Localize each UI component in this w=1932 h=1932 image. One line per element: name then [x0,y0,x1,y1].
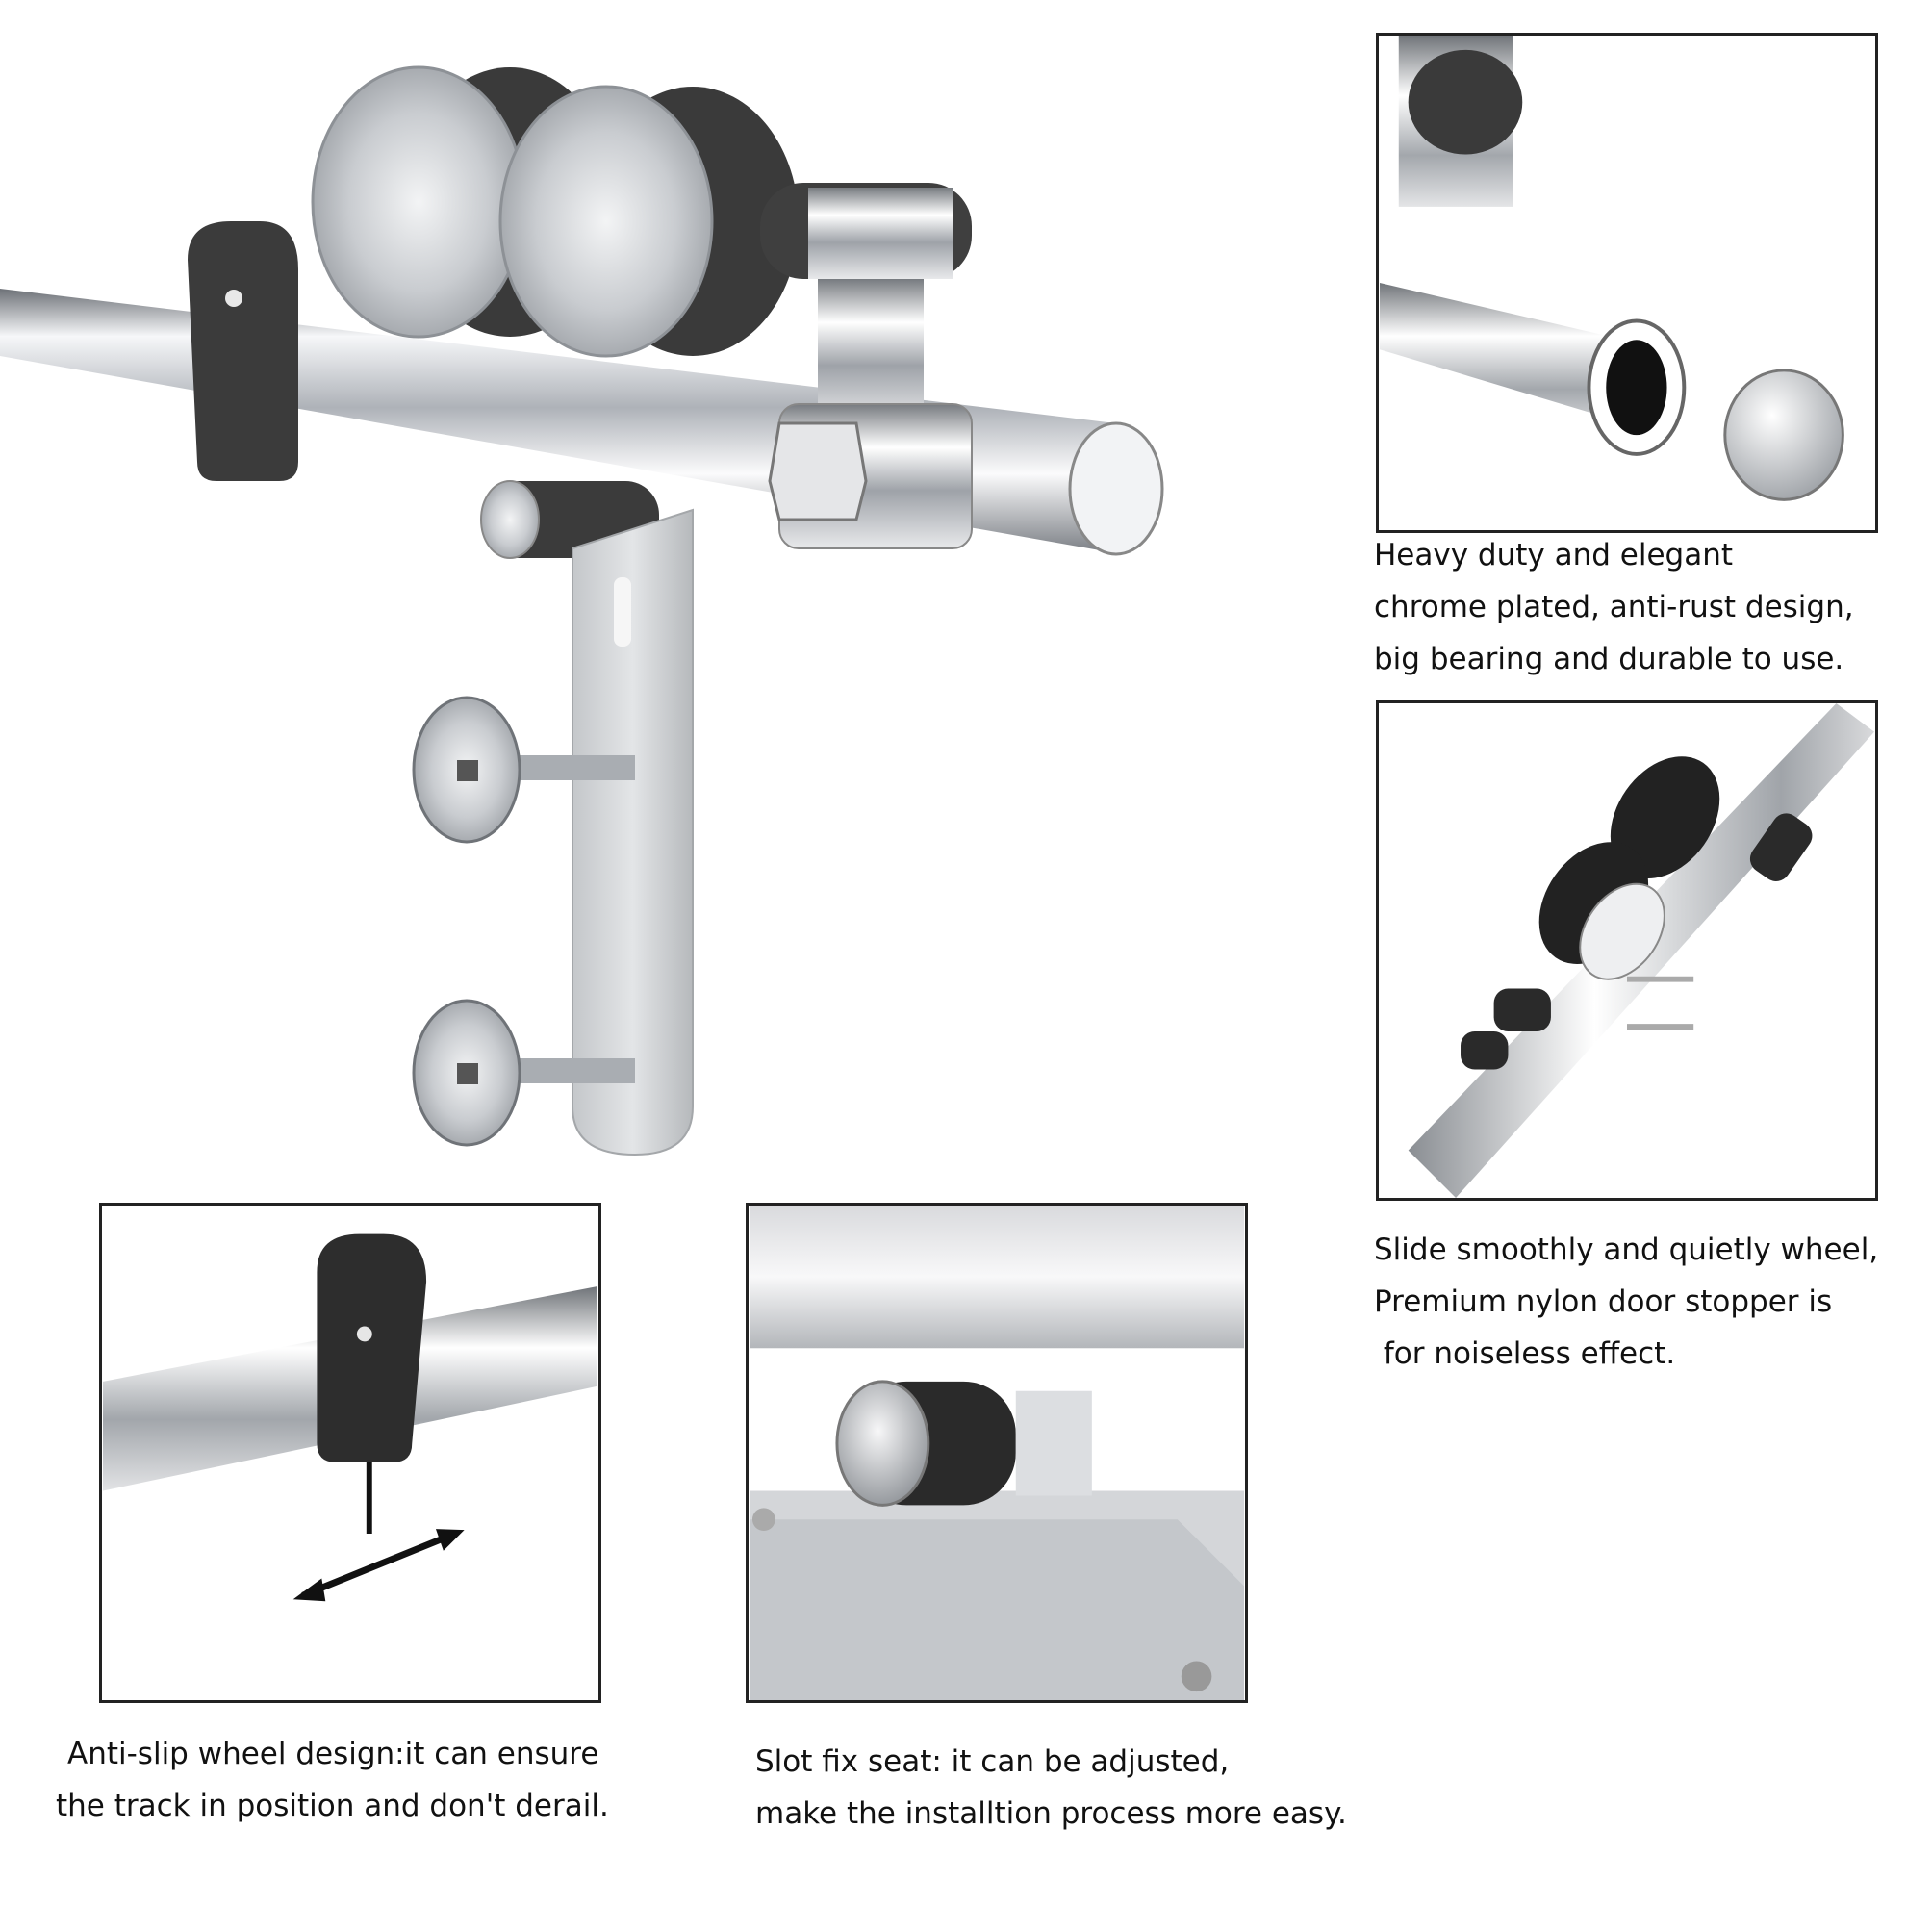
slot-seat-panel [746,1203,1248,1703]
chrome-endcap-panel [1376,33,1878,533]
wheel-caption-line-3: for noiseless effect. [1374,1336,1676,1371]
lower-bolt [412,999,635,1147]
wheel-right [498,85,799,358]
slot-caption: Slot fix seat: it can be adjusted, make … [755,1736,1347,1840]
anti-slip-caption-line-2: the track in position and don't derail. [56,1789,609,1823]
anti-slip-caption: Anti-slip wheel design:it can ensure the… [56,1728,609,1832]
wheel-panel [1376,700,1878,1201]
clamp [768,403,973,549]
anti-slip-caption-line-1: Anti-slip wheel design:it can ensure [67,1737,599,1771]
rear-stopper [480,480,659,559]
hanger-plate [572,508,694,1157]
slot-caption-line-1: Slot fix seat: it can be adjusted, [755,1744,1230,1779]
chrome-caption-line-2: chrome plated, anti-rust design, [1374,590,1854,624]
anti-slip-panel [99,1203,601,1703]
anti-slip-tab [188,221,298,481]
chrome-caption: Heavy duty and elegant chrome plated, an… [1374,529,1854,685]
chrome-caption-line-1: Heavy duty and elegant [1374,538,1734,572]
slot-caption-line-2: make the installtion process more easy. [755,1796,1347,1831]
wheel-caption-line-1: Slide smoothly and quietly wheel, [1374,1233,1879,1267]
chrome-caption-line-3: big bearing and durable to use. [1374,642,1844,676]
wheel-caption-line-2: Premium nylon door stopper is [1374,1284,1833,1319]
upper-bolt [412,696,635,844]
wheel-caption: Slide smoothly and quietly wheel, Premiu… [1374,1224,1878,1380]
top-stopper [760,183,972,423]
hero-hardware-illustration [0,0,1212,1193]
